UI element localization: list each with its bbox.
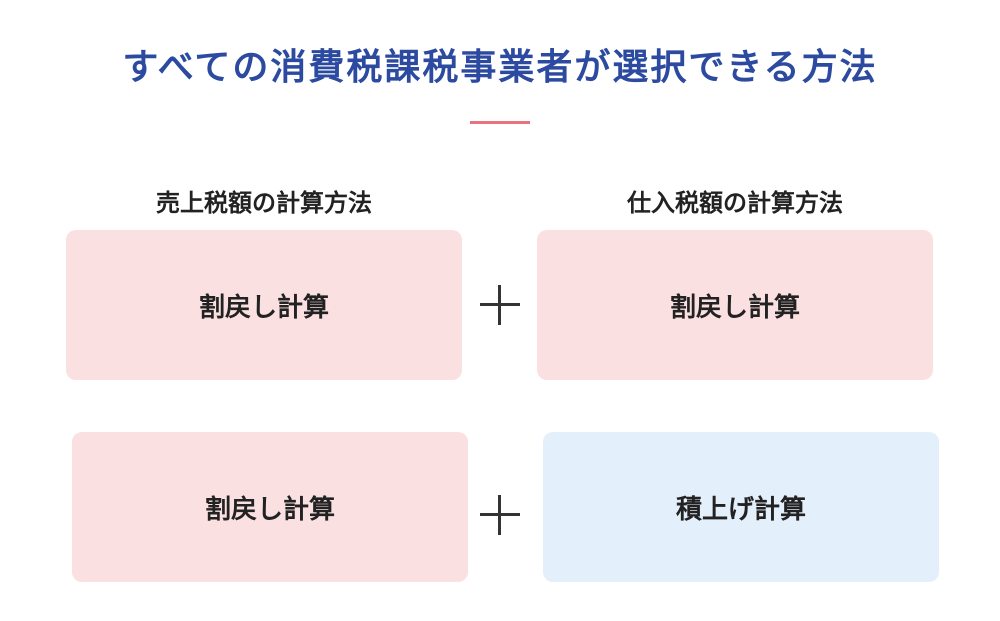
row1-sales-method-label: 割戻し計算 (198, 292, 329, 323)
row1-purchase-method-box: 割戻し計算 (537, 230, 933, 380)
plus-icon (480, 285, 520, 325)
page-title: すべての消費税課税事業者が選択できる方法 (122, 47, 878, 88)
row1-sales-method-box: 割戻し計算 (66, 230, 462, 380)
row1-purchase-method-label: 割戻し計算 (669, 292, 800, 323)
title-divider (470, 121, 530, 124)
plus-icon (480, 495, 520, 535)
row2-purchase-method-box: 積上げ計算 (543, 432, 939, 582)
purchase-tax-header: 仕入税額の計算方法 (627, 189, 843, 217)
row2-sales-method-label: 割戻し計算 (204, 494, 335, 525)
row2-sales-method-box: 割戻し計算 (72, 432, 468, 582)
sales-tax-header: 売上税額の計算方法 (156, 189, 372, 217)
row2-purchase-method-label: 積上げ計算 (675, 494, 806, 525)
